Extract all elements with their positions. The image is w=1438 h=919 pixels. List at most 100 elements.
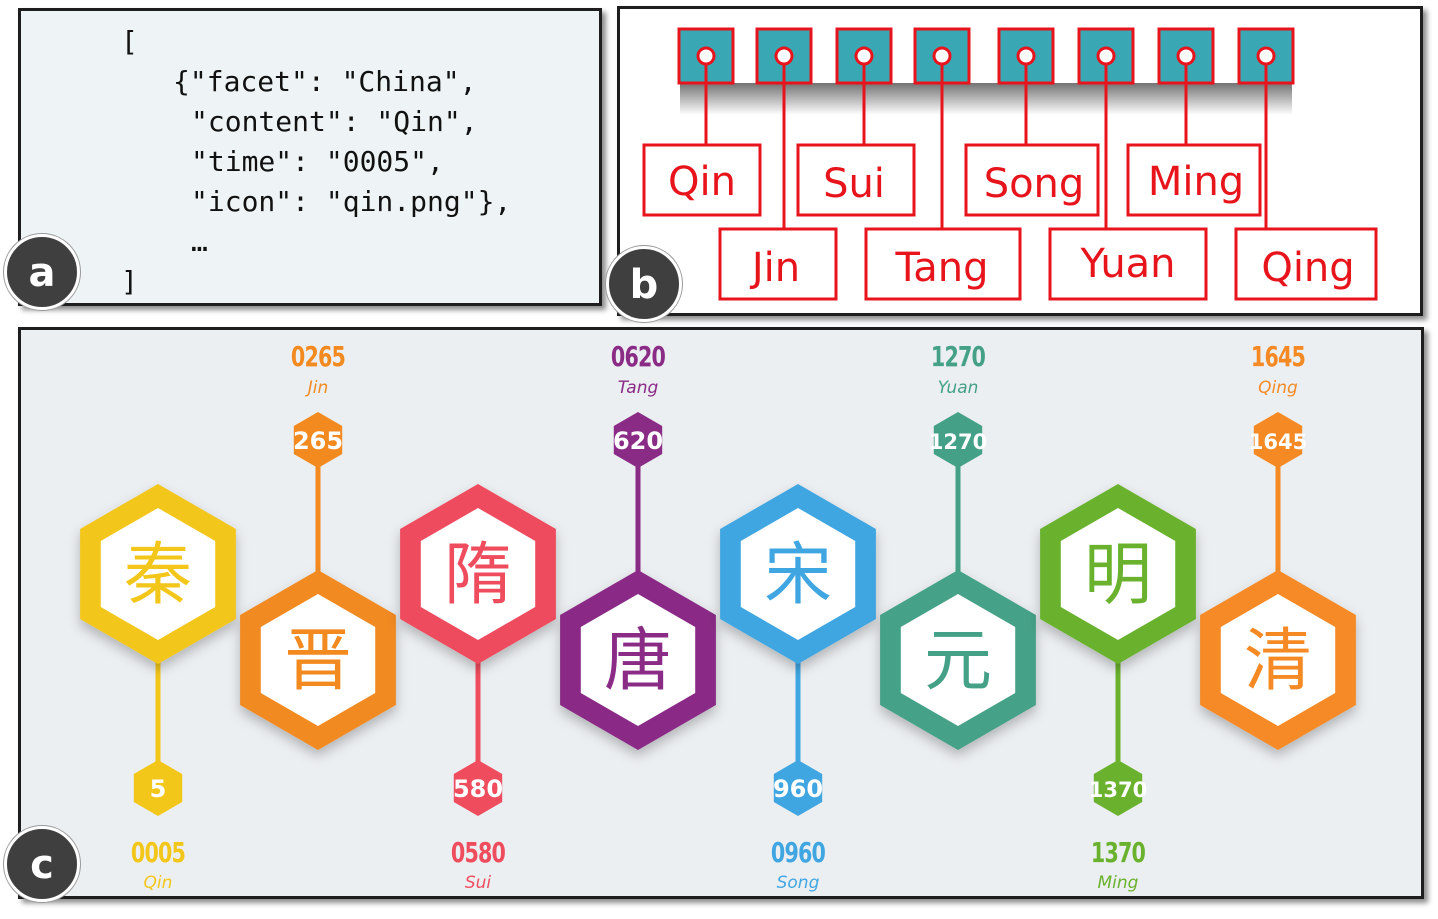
dynasty-hex-song: 宋: [720, 484, 876, 664]
dynasty-glyph: 宋: [764, 536, 832, 615]
year-marker-jin: 265: [293, 412, 343, 468]
panel-b-layout-sketch: Qin Sui Song Ming Jin Tang Yuan Qi: [617, 6, 1423, 316]
marker-year: 960: [773, 775, 823, 803]
code-line: [: [121, 25, 138, 58]
label-text: Qing: [1261, 245, 1354, 291]
dynasty-glyph: 秦: [124, 536, 192, 615]
name-label-ming: Ming: [1097, 873, 1139, 893]
timeline-hexagons: 秦 5 晋 265 隋 580 唐 620 宋 960 元 1270 明 1370 清 1645: [80, 412, 1356, 816]
name-label-qin: Qin: [143, 873, 173, 893]
marker-year: 1370: [1089, 778, 1147, 802]
dynasty-hex-yuan: 元: [880, 570, 1036, 750]
code-line: "time": "0005",: [191, 145, 444, 178]
year-label-qin: 0005: [130, 836, 186, 869]
year-label-qing: 1645: [1250, 340, 1306, 373]
marker-hex: [933, 412, 983, 468]
name-label-tang: Tang: [617, 378, 659, 398]
dynasty-glyph: 晋: [284, 622, 352, 701]
hex-inner: [900, 594, 1016, 726]
hex-inner: [260, 594, 376, 726]
dynasty-glyph: 元: [924, 622, 992, 701]
dynasty-glyph: 隋: [444, 536, 512, 615]
hex-inner: [580, 594, 696, 726]
year-label-ming: 1370: [1090, 836, 1146, 869]
label-box-sui: Sui: [796, 143, 916, 217]
anchor-dot: [696, 46, 716, 66]
dynasty-hex-jin: 晋: [240, 570, 396, 750]
json-code-block: [ {"facet": "China", "content": "Qin", "…: [21, 11, 599, 303]
year-label-tang: 0620: [610, 340, 666, 373]
anchor-dot: [1256, 46, 1276, 66]
marker-hex: [133, 760, 183, 816]
timeline-svg: 秦 5 晋 265 隋 580 唐 620 宋 960 元 1270 明 1370 清 1645: [80, 412, 1356, 816]
layout-sketch-svg: Qin Sui Song Ming Jin Tang Yuan Qi: [642, 27, 1378, 301]
dynasty-hex-qing: 清: [1200, 570, 1356, 750]
year-label-song: 0960: [770, 836, 826, 869]
marker-hex: [293, 412, 343, 468]
panel-a-json-code: [ {"facet": "China", "content": "Qin", "…: [18, 8, 602, 306]
year-marker-yuan: 1270: [929, 412, 987, 468]
marker-year: 265: [293, 427, 343, 455]
dynasty-hex-sui: 隋: [400, 484, 556, 664]
hex-inner: [740, 508, 856, 640]
code-line: "icon": "qin.png"},: [191, 185, 512, 218]
label-box-yuan: Yuan: [1048, 227, 1208, 301]
code-line: ]: [121, 265, 138, 298]
panel-c-badge: c: [4, 826, 80, 902]
year-marker-tang: 620: [613, 412, 663, 468]
dynasty-glyph: 清: [1244, 622, 1312, 701]
label-text: Ming: [1148, 159, 1244, 205]
label-text: Jin: [749, 245, 800, 291]
marker-year: 1645: [1249, 430, 1307, 454]
year-label-yuan: 1270: [930, 340, 986, 373]
year-marker-sui: 580: [453, 760, 503, 816]
code-line: "content": "Qin",: [191, 105, 478, 138]
hex-inner: [100, 508, 216, 640]
dynasty-glyph: 唐: [604, 622, 672, 701]
year-label-jin: 0265: [290, 340, 346, 373]
marker-year: 5: [150, 775, 167, 803]
anchor-dot: [932, 46, 952, 66]
hex-inner: [420, 508, 536, 640]
anchor-squares: [677, 27, 1295, 115]
dynasty-glyph: 明: [1084, 536, 1152, 615]
marker-hex: [1093, 760, 1143, 816]
marker-hex: [1253, 412, 1303, 468]
dynasty-hex-qin: 秦: [80, 484, 236, 664]
name-label-jin: Jin: [307, 378, 329, 398]
label-text: Sui: [823, 161, 885, 207]
label-text: Qin: [668, 159, 736, 205]
name-label-sui: Sui: [464, 873, 492, 893]
year-marker-ming: 1370: [1089, 760, 1147, 816]
marker-hex: [613, 412, 663, 468]
label-text: Yuan: [1079, 241, 1175, 287]
marker-hex: [453, 760, 503, 816]
label-box-tang: Tang: [864, 227, 1022, 301]
marker-year: 1270: [929, 430, 987, 454]
name-label-song: Song: [776, 873, 820, 893]
anchor-dot: [1016, 46, 1036, 66]
year-marker-qin: 5: [133, 760, 183, 816]
hex-inner: [1060, 508, 1176, 640]
marker-hex: [773, 760, 823, 816]
label-text: Song: [984, 161, 1085, 207]
label-box-qing: Qing: [1234, 227, 1378, 301]
label-box-ming: Ming: [1126, 143, 1262, 217]
connector-lines: [704, 64, 1268, 229]
name-label-qing: Qing: [1258, 378, 1298, 398]
name-label-yuan: Yuan: [937, 378, 979, 398]
dynasty-hex-ming: 明: [1040, 484, 1196, 664]
marker-year: 620: [613, 427, 663, 455]
anchor-dot: [1096, 46, 1116, 66]
code-line: …: [191, 225, 208, 258]
dynasty-hex-tang: 唐: [560, 570, 716, 750]
hex-inner: [1220, 594, 1336, 726]
label-box-song: Song: [964, 143, 1100, 217]
marker-year: 580: [453, 775, 503, 803]
anchor-dot: [854, 46, 874, 66]
square-shadow: [680, 83, 1292, 115]
year-marker-qing: 1645: [1249, 412, 1307, 468]
anchor-dot: [774, 46, 794, 66]
anchor-dot: [1176, 46, 1196, 66]
